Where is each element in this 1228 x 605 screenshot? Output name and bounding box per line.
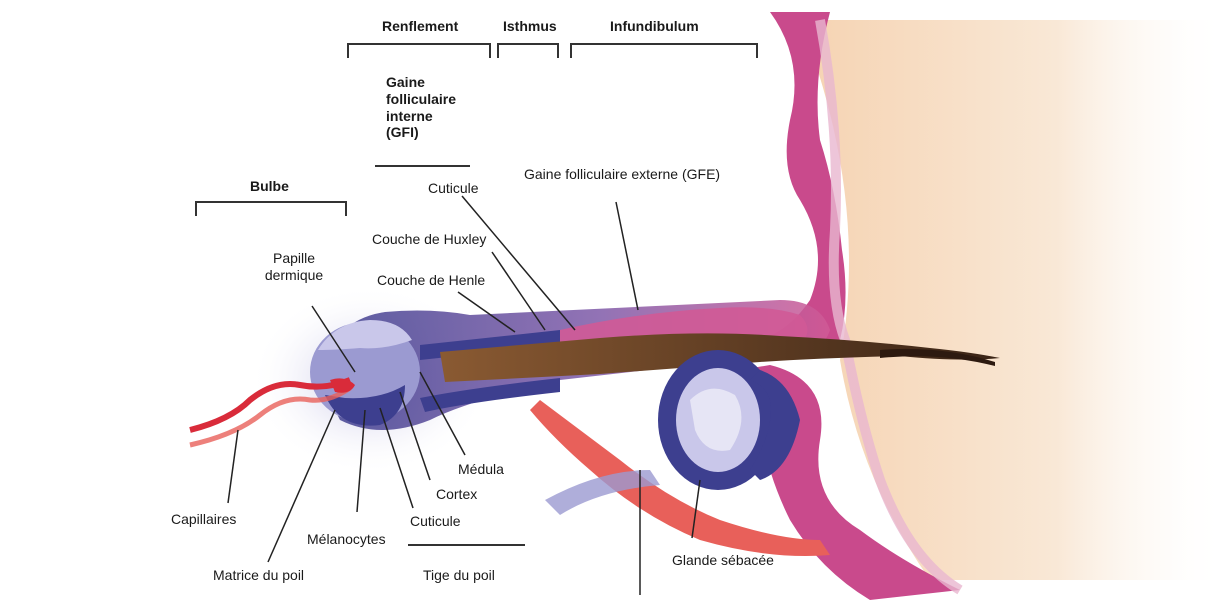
label-papille-line1: Papille [256, 250, 332, 267]
label-medula: Médula [458, 461, 504, 478]
label-papille-line2: dermique [256, 267, 332, 284]
label-gfi-line4: (GFI) [386, 124, 456, 141]
label-papille: Papille dermique [256, 250, 332, 284]
label-gfi: Gaine folliculaire interne (GFI) [386, 74, 456, 141]
label-gfe: Gaine folliculaire externe (GFE) [524, 166, 720, 183]
label-renflement: Renflement [382, 18, 458, 35]
label-cuticule-top: Cuticule [428, 180, 479, 197]
label-melanocytes: Mélanocytes [307, 531, 386, 548]
label-gfi-line1: Gaine [386, 74, 456, 91]
label-glande: Glande sébacée [672, 552, 774, 569]
label-huxley: Couche de Huxley [372, 231, 486, 248]
label-gfi-line3: interne [386, 108, 456, 125]
label-cortex: Cortex [436, 486, 477, 503]
label-tige: Tige du poil [423, 567, 495, 584]
label-isthmus: Isthmus [503, 18, 557, 35]
label-gfi-line2: folliculaire [386, 91, 456, 108]
label-infundibulum: Infundibulum [610, 18, 699, 35]
label-bulbe: Bulbe [250, 178, 289, 195]
label-capillaires: Capillaires [171, 511, 236, 528]
label-henle: Couche de Henle [377, 272, 485, 289]
label-cuticule-bottom: Cuticule [410, 513, 461, 530]
label-matrice: Matrice du poil [213, 567, 304, 584]
dermis-region [800, 20, 1228, 580]
